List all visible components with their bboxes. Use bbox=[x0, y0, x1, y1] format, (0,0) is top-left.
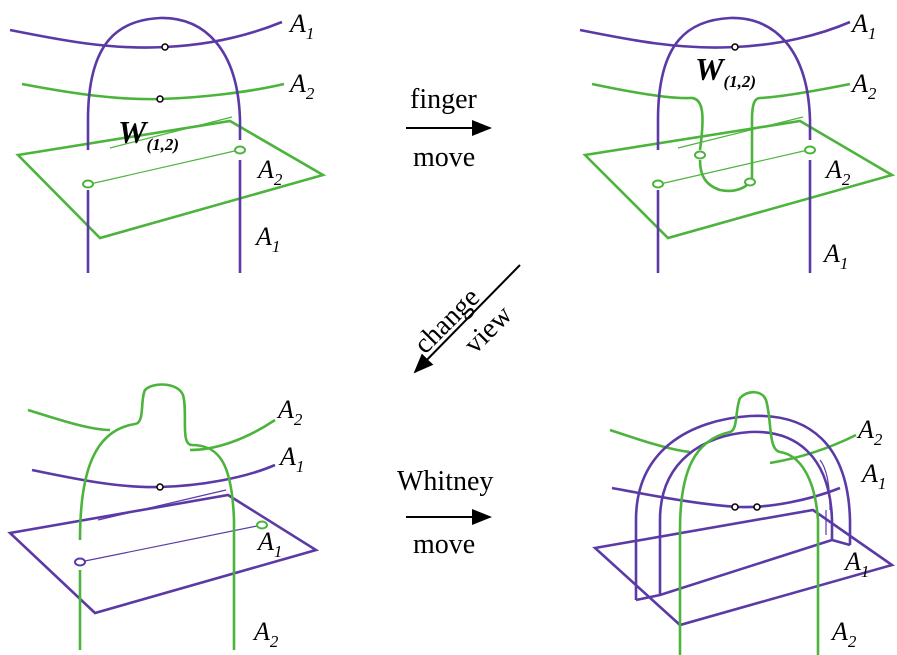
label-a2: A2 bbox=[830, 617, 857, 651]
label-a2: A2 bbox=[824, 155, 851, 189]
caption-move: move bbox=[413, 529, 475, 560]
caption-whitney: Whitney bbox=[397, 466, 493, 497]
whitney-move-step: Whitney move bbox=[397, 466, 493, 560]
intersection-point bbox=[805, 147, 815, 154]
panel-top-left: A1 A2 W(1,2) A2 A1 bbox=[10, 9, 323, 273]
intersection-point bbox=[653, 181, 663, 188]
intersection-point bbox=[75, 559, 85, 566]
sheet-a1 bbox=[10, 22, 282, 48]
label-a2: A2 bbox=[850, 69, 877, 103]
sheet-a1 bbox=[580, 22, 850, 48]
label-a2: A2 bbox=[856, 415, 883, 449]
intersection-point bbox=[162, 44, 168, 50]
intersection-point bbox=[754, 504, 760, 510]
change-view-step: change view bbox=[408, 265, 520, 372]
sheet-a2 bbox=[22, 84, 284, 99]
sheet-a1 bbox=[32, 465, 275, 487]
panel-bottom-right: A2 A1 A1 A2 bbox=[595, 392, 892, 655]
intersection-point bbox=[157, 484, 163, 490]
label-a2: A2 bbox=[276, 395, 303, 429]
intersection-point bbox=[732, 504, 738, 510]
label-a1: A1 bbox=[288, 9, 314, 43]
panel-top-right: A1 A2 W(1,2) A2 A1 bbox=[580, 9, 892, 273]
label-whitney-disk: W(1,2) bbox=[695, 51, 756, 91]
label-a1: A1 bbox=[278, 442, 304, 476]
label-a2: A2 bbox=[256, 155, 283, 189]
intersection-point bbox=[83, 181, 93, 188]
label-a2: A2 bbox=[288, 69, 315, 103]
caption-move: move bbox=[413, 142, 475, 173]
intersection-point bbox=[157, 96, 163, 102]
whitney-disk-edge bbox=[660, 117, 808, 184]
finger-move-step: finger move bbox=[406, 84, 490, 173]
sheet-a1 bbox=[612, 488, 840, 507]
panel-bottom-left: A2 A1 A1 A2 bbox=[10, 385, 316, 651]
caption-finger: finger bbox=[410, 84, 478, 115]
sheet-a2 bbox=[28, 410, 110, 430]
tube-a1-inner bbox=[660, 432, 832, 595]
label-a1: A1 bbox=[850, 9, 876, 43]
label-a1: A1 bbox=[254, 222, 280, 256]
label-a1: A1 bbox=[843, 547, 869, 581]
sheet-a2 bbox=[592, 84, 850, 150]
label-a1: A1 bbox=[256, 527, 282, 561]
intersection-point bbox=[695, 152, 705, 159]
intersection-point bbox=[745, 179, 755, 186]
intersection-point bbox=[732, 44, 738, 50]
label-a1: A1 bbox=[860, 459, 886, 493]
label-a2: A2 bbox=[252, 617, 279, 651]
finger-a2 bbox=[700, 98, 760, 191]
label-a1: A1 bbox=[822, 239, 848, 273]
intersection-point bbox=[235, 147, 245, 154]
